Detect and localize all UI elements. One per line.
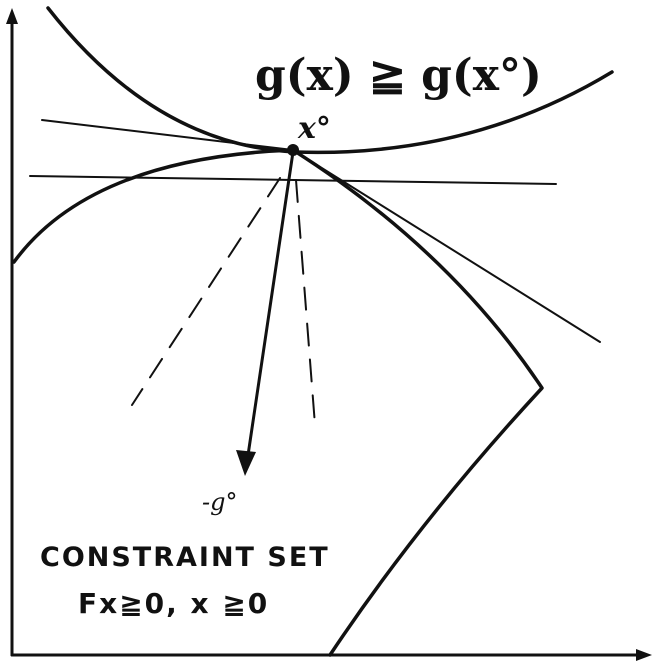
gradient-label: -g° [202,488,237,516]
point-label: x° [297,111,331,146]
y-axis-arrowhead [6,8,18,24]
constraint-set-expression: Fx≧0, x ≧0 [78,587,269,620]
x-axis-arrowhead [636,649,652,661]
arrowhead-icon [236,450,256,476]
tangent-line-2 [29,175,557,185]
inequality-label: g(x) ≧ g(x°) [255,50,542,101]
tangent-line-3 [292,149,601,343]
optimal-point [287,144,299,156]
constraint-set-title: CONSTRAINT SET [40,542,330,573]
constraint-boundary-right [291,148,544,657]
tangent-line-1 [41,119,294,151]
cone-dashed-line-left [131,177,281,406]
constraint-boundary-left [12,148,295,264]
negative-gradient-arrow [245,150,295,464]
cone-dashed-line-right [295,179,316,426]
